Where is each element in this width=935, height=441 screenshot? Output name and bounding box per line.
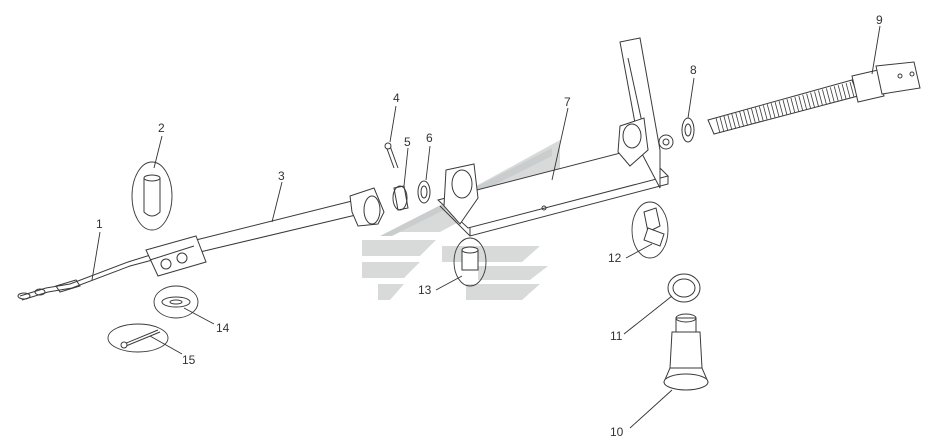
thread-line	[770, 103, 776, 119]
callout-5: 5	[404, 135, 411, 149]
callout-12: 12	[608, 251, 622, 265]
thread-line	[806, 93, 812, 109]
thread-line	[719, 116, 725, 133]
part-4-cotter-pin	[384, 142, 399, 169]
part-6-washer	[417, 180, 431, 204]
part-10-cylinder	[663, 313, 709, 391]
part-11-o-ring	[667, 273, 701, 303]
callout-numbers: 1 2 3 4 5 6 7 8 9 10 11 12 13 14 15	[96, 13, 883, 439]
thread-line	[739, 111, 745, 127]
thread-line	[766, 104, 772, 120]
callout-1: 1	[96, 217, 103, 231]
thread-line	[833, 86, 839, 102]
thread-line	[841, 84, 847, 100]
part-2-pin	[131, 161, 173, 231]
thread-line	[837, 85, 843, 101]
thread-line	[810, 92, 815, 108]
part-14-washer	[153, 285, 199, 319]
callout-3: 3	[278, 169, 285, 183]
leader-lines	[91, 25, 881, 429]
thread-line	[743, 110, 748, 126]
callout-6: 6	[426, 131, 433, 145]
callout-9: 9	[876, 13, 883, 27]
thread-line	[802, 94, 808, 110]
callout-15: 15	[182, 353, 196, 367]
thread-line	[735, 112, 741, 128]
thread-line	[790, 97, 796, 113]
thread-line	[774, 102, 780, 118]
part-9-threaded-screw	[707, 61, 921, 135]
thread-line	[782, 99, 788, 116]
thread-line	[845, 82, 851, 99]
thread-line	[723, 115, 729, 131]
thread-line	[825, 88, 831, 104]
thread-line	[786, 98, 792, 115]
thread-line	[818, 90, 823, 106]
thread-line	[849, 81, 855, 98]
callout-14: 14	[216, 321, 230, 335]
callout-13: 13	[418, 283, 432, 297]
thread-line	[758, 106, 764, 122]
thread-line	[727, 114, 733, 130]
thread-line	[751, 108, 756, 124]
thread-line	[829, 87, 835, 103]
part-8-washer	[681, 117, 695, 143]
thread-line	[798, 95, 804, 111]
thread-line	[822, 89, 827, 105]
thread-line	[715, 117, 721, 134]
callout-8: 8	[690, 63, 697, 77]
callout-2: 2	[158, 121, 165, 135]
part-15-cotter-pin	[107, 323, 169, 353]
thread-line	[794, 96, 800, 112]
part-3-control-rod	[145, 187, 385, 277]
thread-line	[731, 113, 737, 129]
thread-line	[814, 91, 819, 107]
callout-11: 11	[610, 329, 623, 343]
callout-10: 10	[610, 425, 624, 439]
part-1-cable	[17, 251, 161, 301]
part-5-nut	[392, 185, 409, 211]
thread-line	[747, 109, 752, 125]
thread-line	[778, 100, 784, 117]
callout-7: 7	[564, 95, 571, 109]
callout-4: 4	[393, 91, 400, 105]
part-7-bracket	[436, 37, 674, 237]
thread-line	[755, 107, 760, 123]
thread-line	[762, 105, 768, 121]
part-12-elbow-fitting	[631, 201, 669, 259]
part-13-fitting	[453, 237, 487, 287]
